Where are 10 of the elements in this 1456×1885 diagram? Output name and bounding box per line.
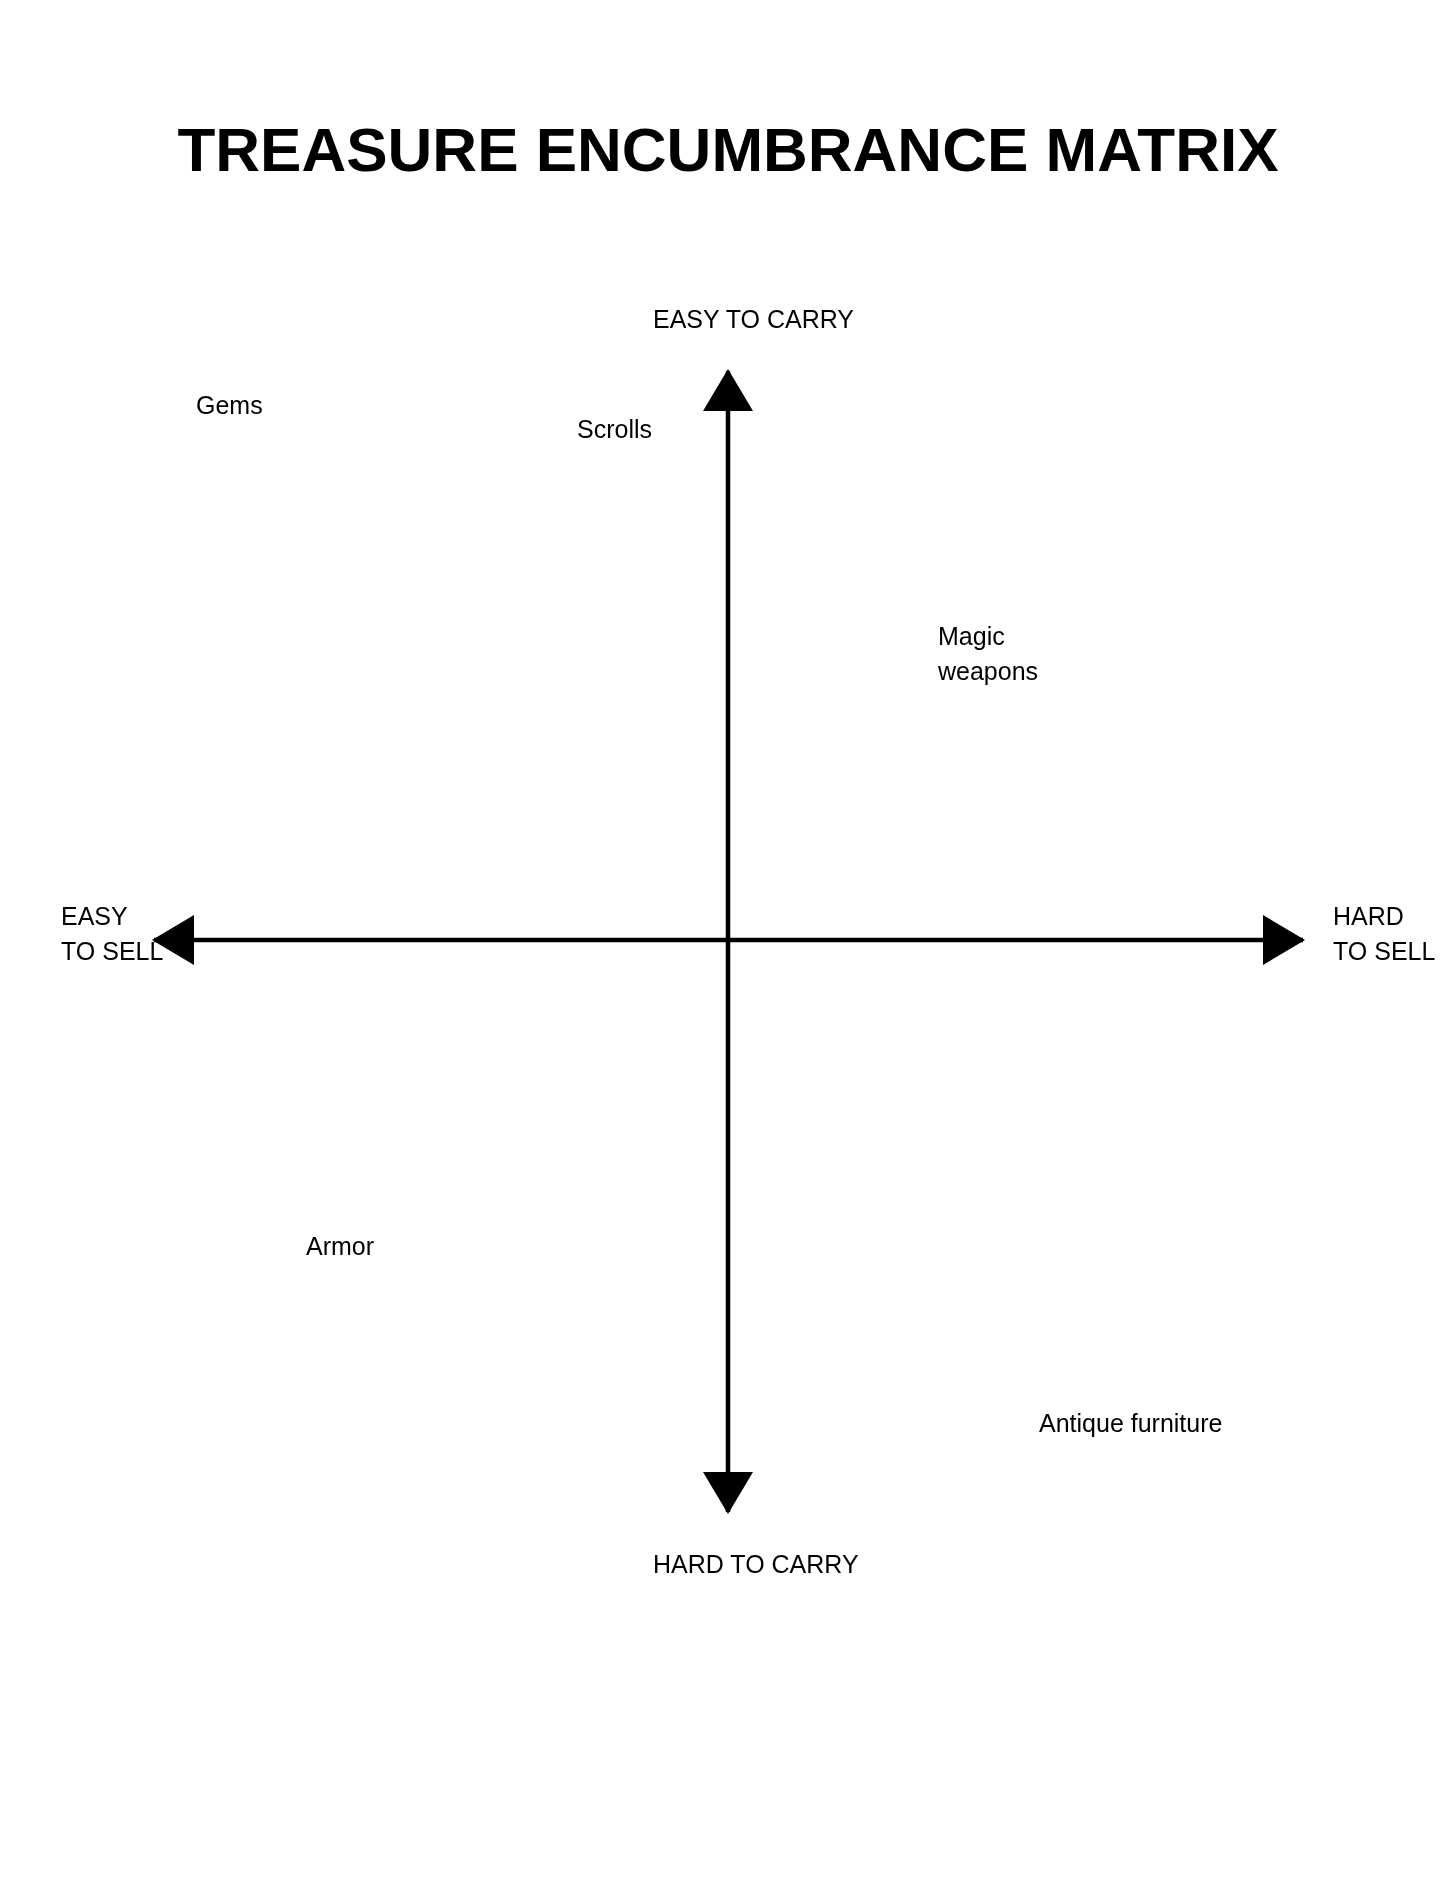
title: TREASURE ENCUMBRANCE MATRIX xyxy=(176,114,1280,186)
item-label: Armor xyxy=(306,1231,375,1262)
axis-label: HARD TO CARRY xyxy=(653,1549,859,1580)
axis-label: EASY TO SELL xyxy=(61,901,164,967)
item-label: Antique furniture xyxy=(1039,1408,1223,1439)
axis-label: HARD TO SELL xyxy=(1333,901,1436,967)
item-label: Magic weapons xyxy=(938,621,1039,687)
axis-label: EASY TO CARRY xyxy=(653,304,854,335)
item-label: Gems xyxy=(196,390,263,421)
item-label: Scrolls xyxy=(577,414,652,445)
